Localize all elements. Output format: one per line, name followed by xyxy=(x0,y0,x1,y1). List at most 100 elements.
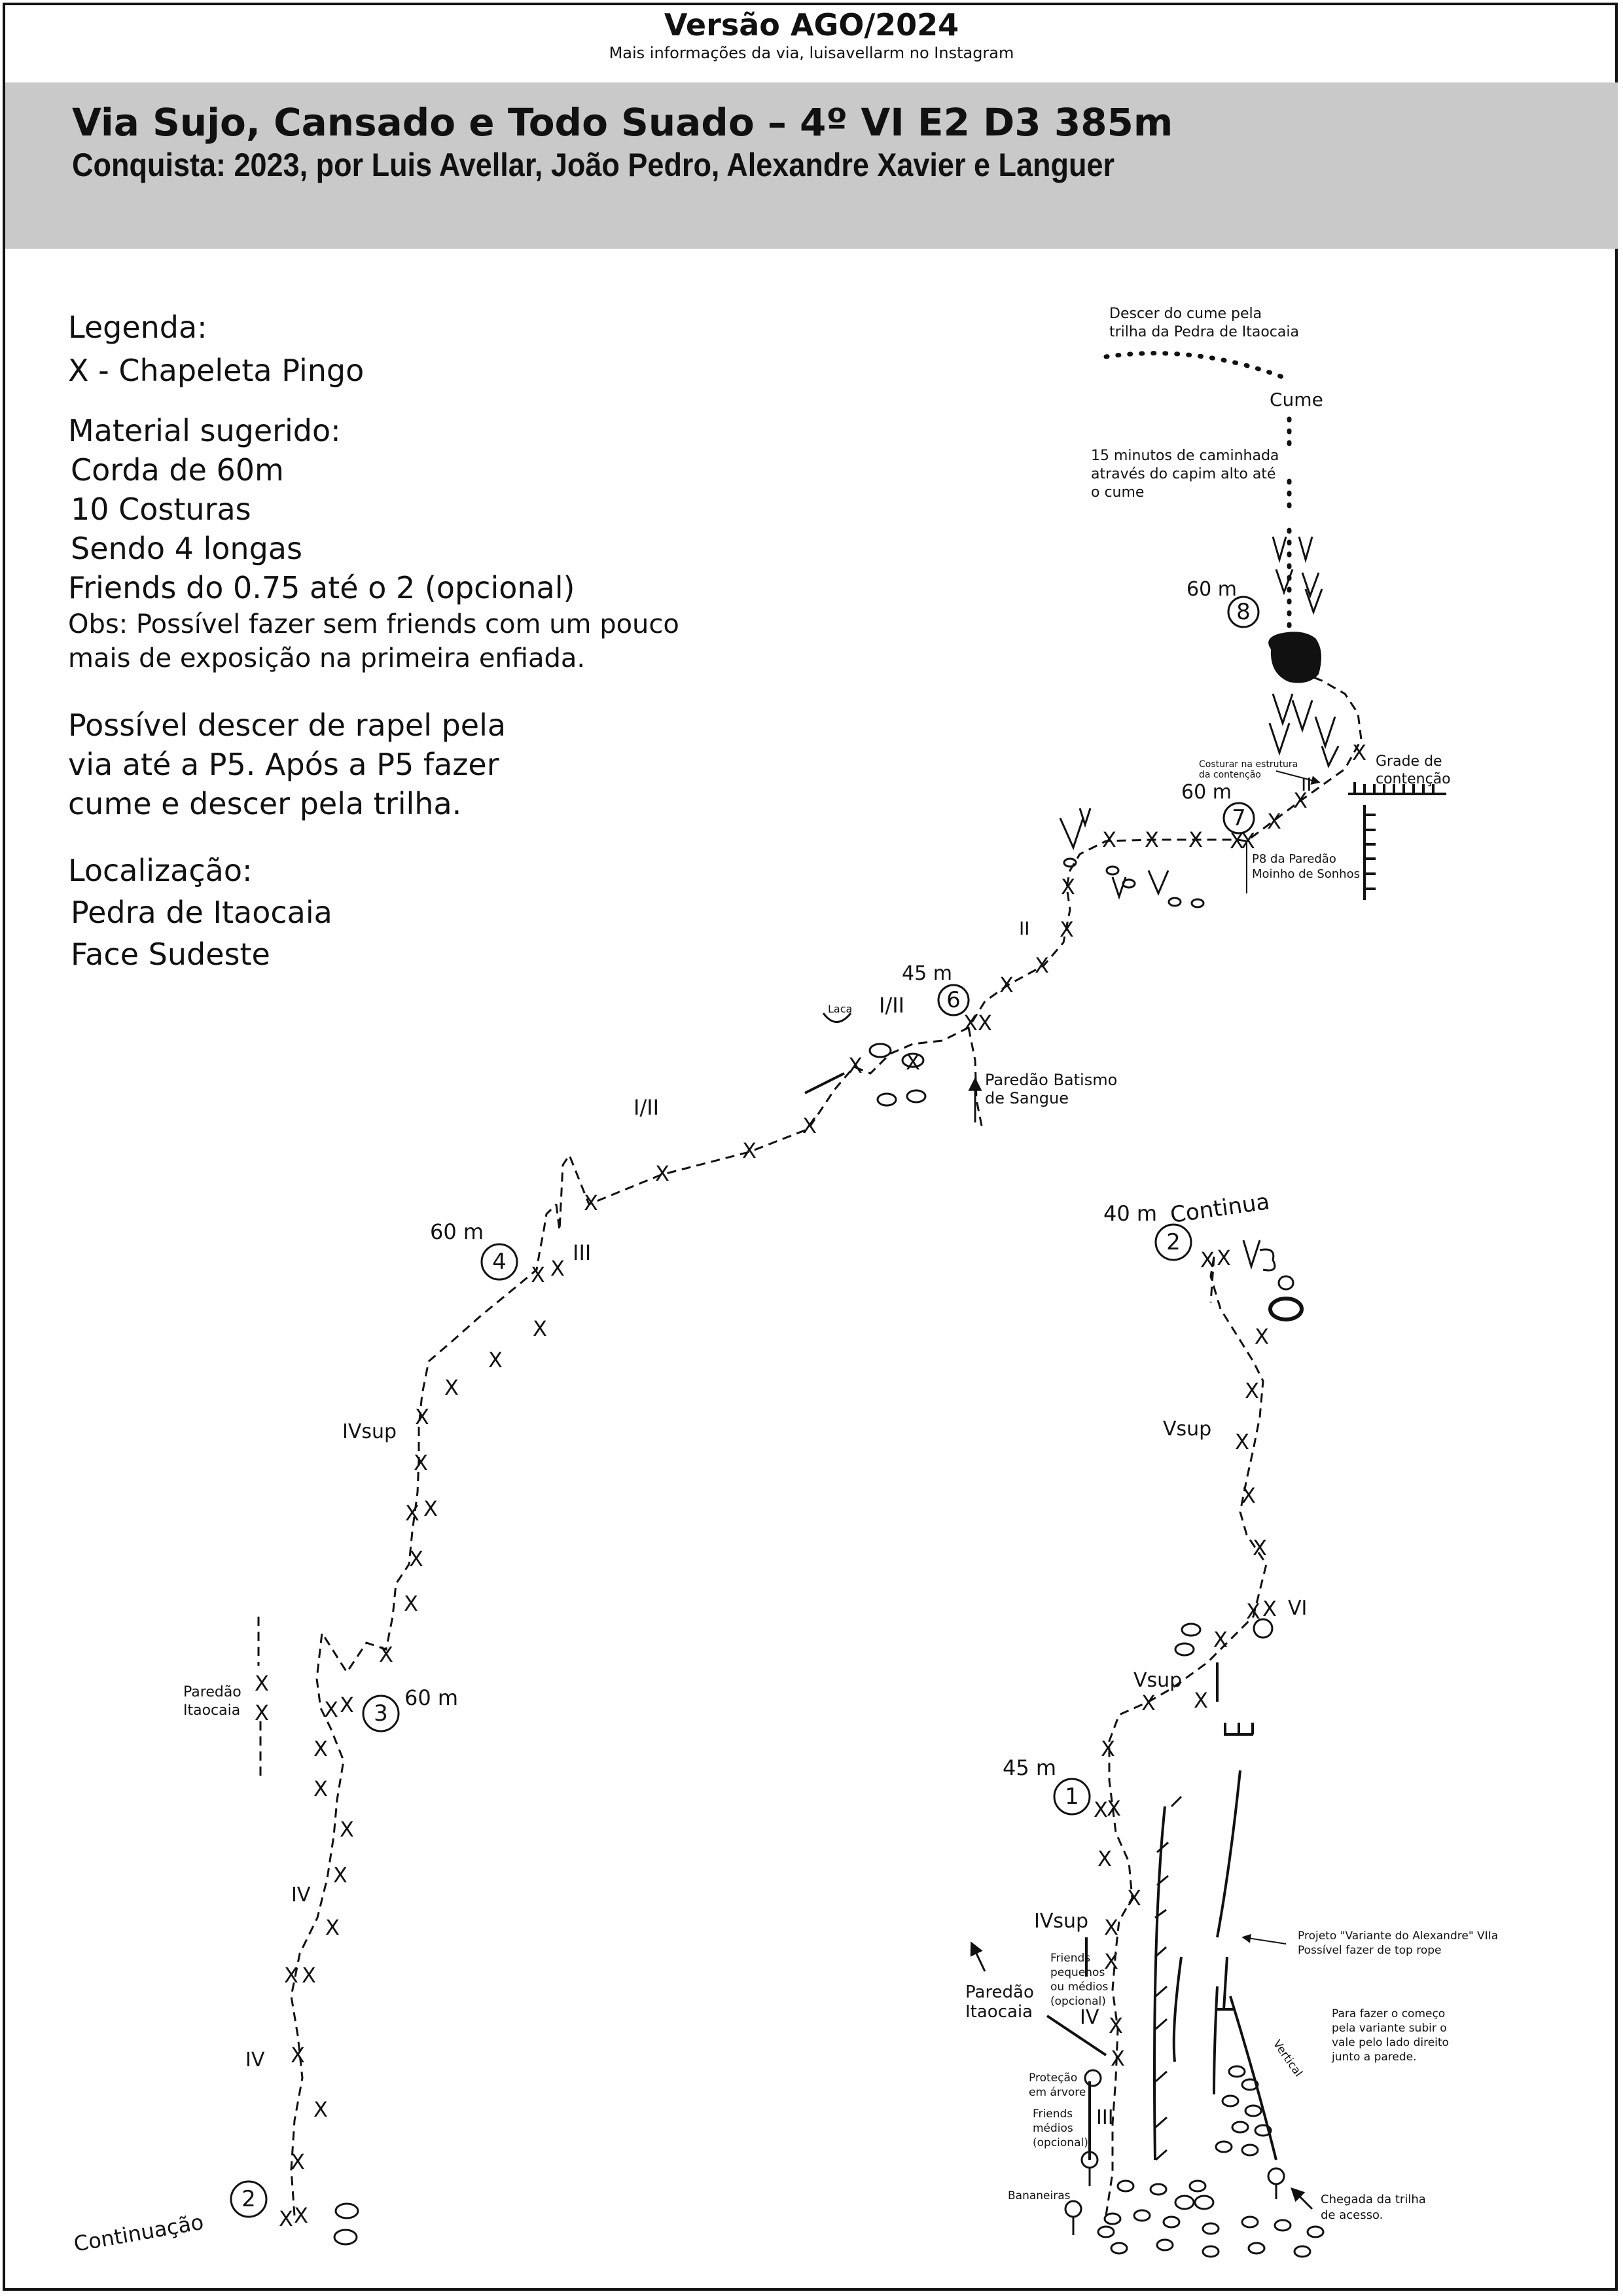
bush-icon xyxy=(1174,1642,1195,1657)
bolt: X xyxy=(291,2149,305,2174)
friends-note-line: (opcional) xyxy=(1050,1995,1106,2008)
grade-label: IVsup xyxy=(342,1420,397,1443)
bush-icon xyxy=(1202,2222,1220,2235)
bush-icon xyxy=(1244,2104,1262,2117)
arrow-icon xyxy=(1291,2187,1313,2210)
bolt: X xyxy=(1230,829,1244,853)
bolt: X xyxy=(531,1263,545,1287)
rock-icon xyxy=(1168,897,1182,907)
friends-medios-note: médios xyxy=(1033,2122,1073,2135)
bolt: X xyxy=(294,2203,308,2228)
grade-labels: II II I/II I/II III IVsup IV IV Vsup VI … xyxy=(245,774,1312,2129)
grade-label: II xyxy=(1019,918,1030,939)
grade-label: IV xyxy=(245,2049,265,2072)
first-ascent: Conquista: 2023, por Luis Avellar, João … xyxy=(72,147,1115,183)
bolt: X xyxy=(1145,827,1159,852)
bush-icon xyxy=(333,2229,358,2246)
bolt: X xyxy=(1267,809,1281,834)
bush-icon xyxy=(1242,1240,1276,1272)
bolt: X xyxy=(1097,1846,1112,1871)
material-item: Corda de 60m xyxy=(71,452,284,488)
vegetation xyxy=(333,536,1340,2246)
bolt: X xyxy=(1111,2046,1125,2071)
info-line: Mais informações da via, luisavellarm no… xyxy=(609,44,1014,62)
bolt: X xyxy=(1188,827,1203,852)
pitch-length: 60 m xyxy=(1186,578,1237,601)
paredao-itaocaia-label: Itaocaia xyxy=(183,1702,240,1719)
p8-note-line: P8 da Paredão xyxy=(1252,852,1336,866)
bolt: X xyxy=(255,1700,269,1725)
arrow-icon xyxy=(1275,770,1321,785)
pointer-line xyxy=(1046,2015,1107,2056)
bolt: X xyxy=(655,1161,669,1186)
grade-label: VI xyxy=(1288,1597,1307,1620)
bush-icon xyxy=(1188,2179,1207,2193)
bolt: X xyxy=(1217,1246,1231,1270)
bush-icon xyxy=(1306,2225,1325,2238)
tree-protection-note: em árvore xyxy=(1029,2086,1086,2099)
bolt: X xyxy=(1109,2013,1123,2038)
pitch-circle xyxy=(1227,596,1260,628)
grade-label: III xyxy=(573,1240,591,1265)
chegada-note-line: de acesso. xyxy=(1321,2208,1383,2222)
pitch-markers: 8 7 6 4 3 2 1 2 xyxy=(230,596,1260,2218)
bush-icon xyxy=(1231,2121,1249,2134)
bolt: X xyxy=(1035,953,1049,978)
arrow-icon xyxy=(1241,1933,1287,1945)
ledge-icon xyxy=(1224,1723,1254,1736)
bush-icon xyxy=(1241,2144,1259,2157)
material-item: 10 Costuras xyxy=(71,492,251,527)
bush-icon xyxy=(868,1043,892,1058)
bush-icon xyxy=(1133,2209,1151,2222)
summit-label: Cume xyxy=(1270,389,1323,410)
paredao-itaocaia-marker xyxy=(257,1617,262,1780)
rock-icon xyxy=(1122,878,1136,889)
bush-icon xyxy=(1293,2245,1311,2258)
side-annotations: Continua Continuação Paredão Itaocaia Pa… xyxy=(72,1189,1498,2257)
pitch-circle xyxy=(362,1695,400,1732)
bush-icon xyxy=(901,1052,925,1068)
bush-icon xyxy=(1156,2238,1174,2251)
rock-icon xyxy=(1190,898,1205,908)
crack-line xyxy=(1213,1986,1219,2095)
rock-icon xyxy=(1174,2195,1195,2210)
grade-label: III xyxy=(1096,2106,1114,2129)
bolt: X xyxy=(1293,788,1308,813)
pitch-length: 60 m xyxy=(404,1685,458,1710)
crack-line xyxy=(1229,1996,1277,2161)
material-block: Material sugerido: Corda de 60m 10 Costu… xyxy=(68,411,679,675)
bolt: X xyxy=(255,1671,269,1696)
material-obs-line: Obs: Possível fazer sem friends com um p… xyxy=(68,609,679,639)
projeto-note-line: Possível fazer de top rope xyxy=(1298,1944,1442,1957)
pitch-circle xyxy=(1222,802,1255,834)
bolt: X xyxy=(409,1547,423,1571)
laca-icon xyxy=(822,1013,852,1023)
bolt: X xyxy=(444,1375,459,1400)
pitch-circle xyxy=(1154,1223,1192,1261)
bolt: X xyxy=(404,1591,418,1616)
tree-line xyxy=(1153,1806,1166,2161)
pitch-circle xyxy=(937,984,970,1016)
header: Versão AGO/2024 Mais informações da via,… xyxy=(0,7,1623,63)
pitch-number: 1 xyxy=(1065,1784,1079,1810)
friends-note-line: Friends xyxy=(1050,1952,1090,1965)
friends-note-line: pequenos xyxy=(1050,1966,1105,1979)
bolt: X xyxy=(533,1316,547,1341)
rock-icon xyxy=(1105,865,1120,876)
location-block: Localização: Pedra de Itaocaia Face Sude… xyxy=(68,851,332,974)
bananeiras-label: Bananeiras xyxy=(1008,2189,1071,2202)
bolt: X xyxy=(1141,1691,1156,1715)
descent-trail xyxy=(1103,351,1292,382)
bolt: X xyxy=(1104,1949,1118,1974)
pitch-number: 7 xyxy=(1232,805,1246,831)
material-obs-line: mais de exposição na primeira enfiada. xyxy=(68,643,586,673)
bush-icon xyxy=(1221,2094,1240,2108)
crack-line xyxy=(1217,1956,1234,2011)
bush-icon xyxy=(334,2202,359,2219)
variante-note-line: vale pelo lado direito xyxy=(1332,2036,1449,2049)
bolt: X xyxy=(340,1693,354,1717)
projeto-note-line: Projeto "Variante do Alexandre" VIIa xyxy=(1298,1929,1498,1943)
material-title: Material sugerido: xyxy=(68,413,341,448)
grass-icon xyxy=(1272,536,1323,615)
batismo-label-line: Paredão Batismo xyxy=(985,1071,1117,1089)
